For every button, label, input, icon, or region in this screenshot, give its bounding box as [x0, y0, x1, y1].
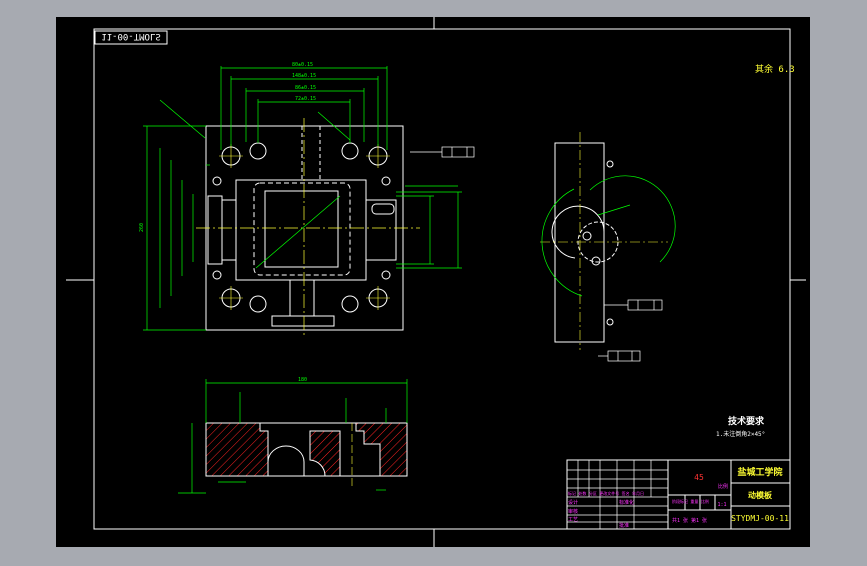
svg-text:148±0.15: 148±0.15: [292, 73, 316, 79]
svg-text:72±0.15: 72±0.15: [295, 96, 316, 102]
standardization-label: 标准化: [619, 499, 634, 506]
top-view: [196, 118, 420, 338]
roughness-note: 其余 6.3: [755, 63, 795, 75]
tolerance-frame-2: [604, 299, 663, 311]
design-label: 设计: [568, 499, 578, 506]
scale-value: 1:1: [717, 502, 726, 508]
approve-label: 批准: [619, 522, 629, 529]
process-label: 工艺: [568, 517, 578, 523]
top-dimensions: [220, 66, 388, 150]
top-dim-labels: 80±0.15 148±0.15 86±0.15 72±0.15: [292, 62, 316, 102]
tolerance-frame-1: [410, 146, 475, 158]
right-slot: [365, 199, 397, 261]
side-dimensions: [143, 99, 462, 331]
inner-frame: [93, 28, 791, 530]
tolerance-frame-3: [598, 350, 641, 362]
side-view: [540, 132, 676, 350]
hole-centerlines: [219, 144, 390, 310]
tech-note: 1.未注倒角2×45°: [716, 430, 765, 438]
svg-text:86±0.15: 86±0.15: [295, 85, 316, 91]
technical-requirements: 技术要求 1.未注倒角2×45°: [716, 415, 765, 438]
part-name: 动模板: [748, 490, 773, 500]
tech-title: 技术要求: [728, 415, 765, 427]
drawing-sheet: [56, 17, 810, 547]
code-stamp: 11-00-TMOLS: [94, 30, 168, 45]
revision-row: 标记 处数 分区 更改文件号 签名 年月日: [568, 490, 644, 496]
bottom-dim-label: 180: [298, 377, 307, 383]
cavity-core: [264, 190, 339, 268]
scale-label: 比例: [718, 483, 728, 490]
cavity-inner: [253, 182, 351, 276]
side-dim-label: 260: [139, 223, 145, 232]
material-value: 45: [694, 473, 704, 482]
title-block: 45 盐城工学院 动模板 STYDMJ-00-11 比例 1:1 阶段标记 重量…: [566, 459, 791, 530]
company-name: 盐城工学院: [737, 466, 782, 478]
code-stamp-text: 11-00-TMOLS: [101, 31, 161, 41]
svg-text:80±0.15: 80±0.15: [292, 62, 313, 68]
frame-center-marks: [66, 17, 806, 547]
sheet-count: 共1 张 第1 张: [672, 517, 707, 524]
stage-row: 阶段标记 重量 比例: [672, 498, 709, 504]
drawing-number: STYDMJ-00-11: [731, 514, 789, 523]
check-label: 审核: [568, 508, 578, 515]
side-plate-outline: [554, 142, 605, 343]
section-view: [178, 379, 408, 494]
